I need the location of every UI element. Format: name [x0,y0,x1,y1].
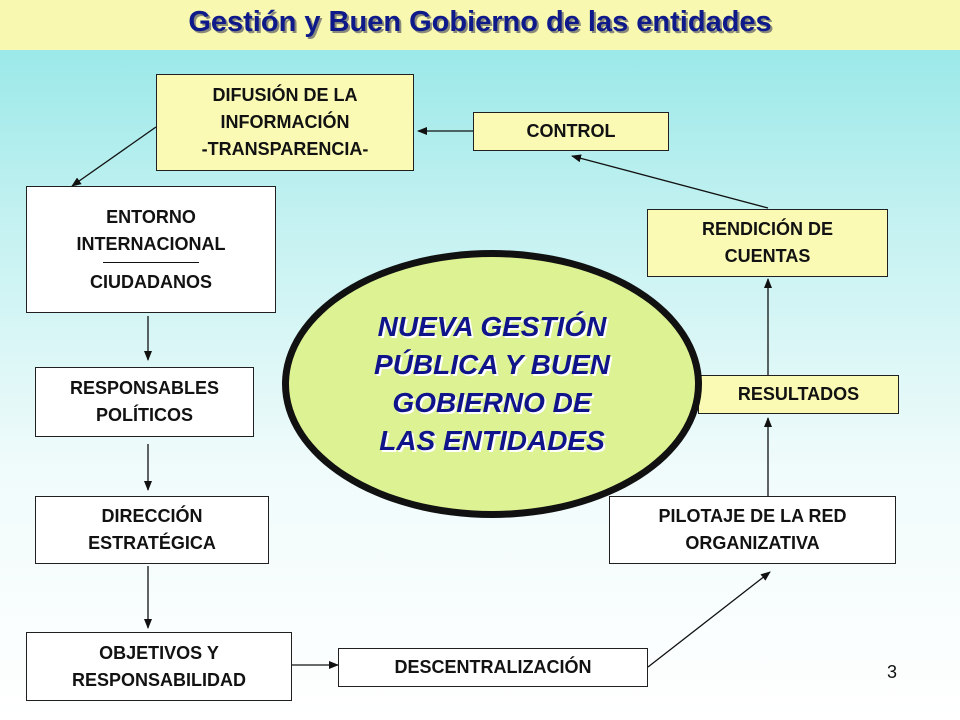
box-direccion-line2: ESTRATÉGICA [88,533,216,553]
box-objetivos: OBJETIVOS Y RESPONSABILIDAD [26,632,292,701]
arrow-difusion-to-entorno [71,126,157,187]
box-difusion-line1: DIFUSIÓN DE LA [212,85,358,105]
box-pilotaje: PILOTAJE DE LA RED ORGANIZATIVA [609,496,896,564]
box-entorno: ENTORNO INTERNACIONAL CIUDADANOS [26,186,276,313]
box-responsables-line1: RESPONSABLES [69,378,220,398]
box-objetivos-line1: OBJETIVOS Y [99,642,219,663]
box-rendicion-line1: RENDICIÓN DE [701,219,833,239]
box-entorno-line2: INTERNACIONAL [76,233,226,254]
box-responsables-line2: POLÍTICOS [95,405,193,425]
arrow-rendicion-to-control [571,154,769,209]
box-direccion: DIRECCIÓN ESTRATÉGICA [35,496,269,564]
box-control: CONTROL [473,112,669,151]
box-rendicion-line2: CUENTAS [724,246,811,266]
center-line3: GOBIERNO DE [392,387,592,418]
box-responsables: RESPONSABLES POLÍTICOS [35,367,254,437]
title-bar: Gestión y Buen Gobierno de las entidades [0,0,960,50]
box-entorno-divider [103,261,199,263]
box-difusion: DIFUSIÓN DE LA INFORMACIÓN -TRANSPARENCI… [156,74,414,171]
box-objetivos-line2: RESPONSABILIDAD [71,669,246,690]
box-difusion-line3: -TRANSPARENCIA- [201,139,369,159]
arrow-descentralizacion-to-pilotaje [647,571,771,668]
box-entorno-line3: CIUDADANOS [89,271,212,292]
box-pilotaje-line2: ORGANIZATIVA [685,533,820,553]
box-direccion-line1: DIRECCIÓN [101,506,203,526]
center-line1: NUEVA GESTIÓN [377,311,607,342]
box-descentralizacion: DESCENTRALIZACIÓN [338,648,648,687]
center-ellipse: NUEVA GESTIÓN PÚBLICA Y BUEN GOBIERNO DE… [282,250,702,518]
center-line2: PÚBLICA Y BUEN [374,349,610,380]
center-line4: LAS ENTIDADES [379,425,605,456]
slide-title: Gestión y Buen Gobierno de las entidades [188,6,772,38]
box-resultados: RESULTADOS [698,375,899,414]
box-difusion-line2: INFORMACIÓN [220,112,350,132]
page-number: 3 [887,662,898,682]
box-rendicion: RENDICIÓN DE CUENTAS [647,209,888,277]
box-pilotaje-line1: PILOTAJE DE LA RED [658,506,847,526]
box-descentralizacion-label: DESCENTRALIZACIÓN [394,657,592,677]
box-control-label: CONTROL [526,121,616,141]
box-entorno-line1: ENTORNO [106,206,196,227]
box-resultados-label: RESULTADOS [737,384,860,404]
center-title: NUEVA GESTIÓN PÚBLICA Y BUEN GOBIERNO DE… [374,308,610,460]
